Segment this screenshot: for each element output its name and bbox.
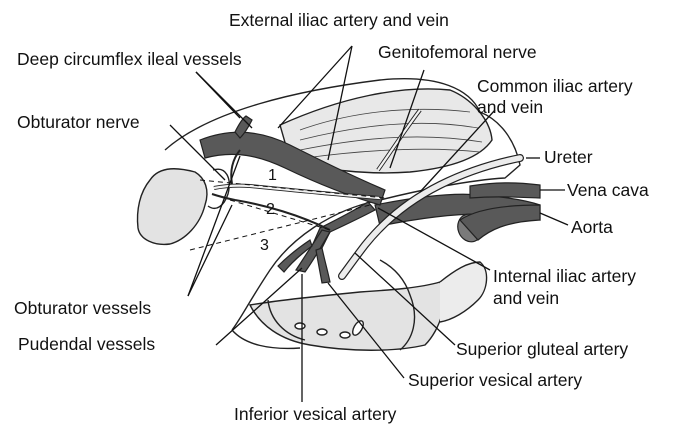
label-aorta: Aorta [571,217,613,237]
label-superior-gluteal: Superior gluteal artery [456,339,628,359]
label-internal-iliac-line1: Internal iliac artery [493,266,636,286]
label-pudendal: Pudendal vessels [18,334,155,354]
space-number-1: 1 [268,167,277,184]
label-external-iliac: External iliac artery and vein [229,10,449,30]
label-obturator-nerve: Obturator nerve [17,112,140,132]
label-deep-circumflex: Deep circumflex ileal vessels [17,49,242,69]
space-number-2: 2 [266,201,275,218]
space-number-3: 3 [260,237,269,254]
label-inferior-vesical: Inferior vesical artery [234,404,397,424]
label-common-iliac-line2: and vein [477,97,543,117]
label-vena-cava: Vena cava [567,180,649,200]
label-ureter: Ureter [544,147,593,167]
label-superior-vesical: Superior vesical artery [408,370,582,390]
label-genitofemoral: Genitofemoral nerve [378,42,537,62]
label-internal-iliac-line2: and vein [493,288,559,308]
label-obturator-vessels: Obturator vessels [14,298,151,318]
label-common-iliac-line1: Common iliac artery [477,76,633,96]
vena-cava-vessel [470,183,540,198]
